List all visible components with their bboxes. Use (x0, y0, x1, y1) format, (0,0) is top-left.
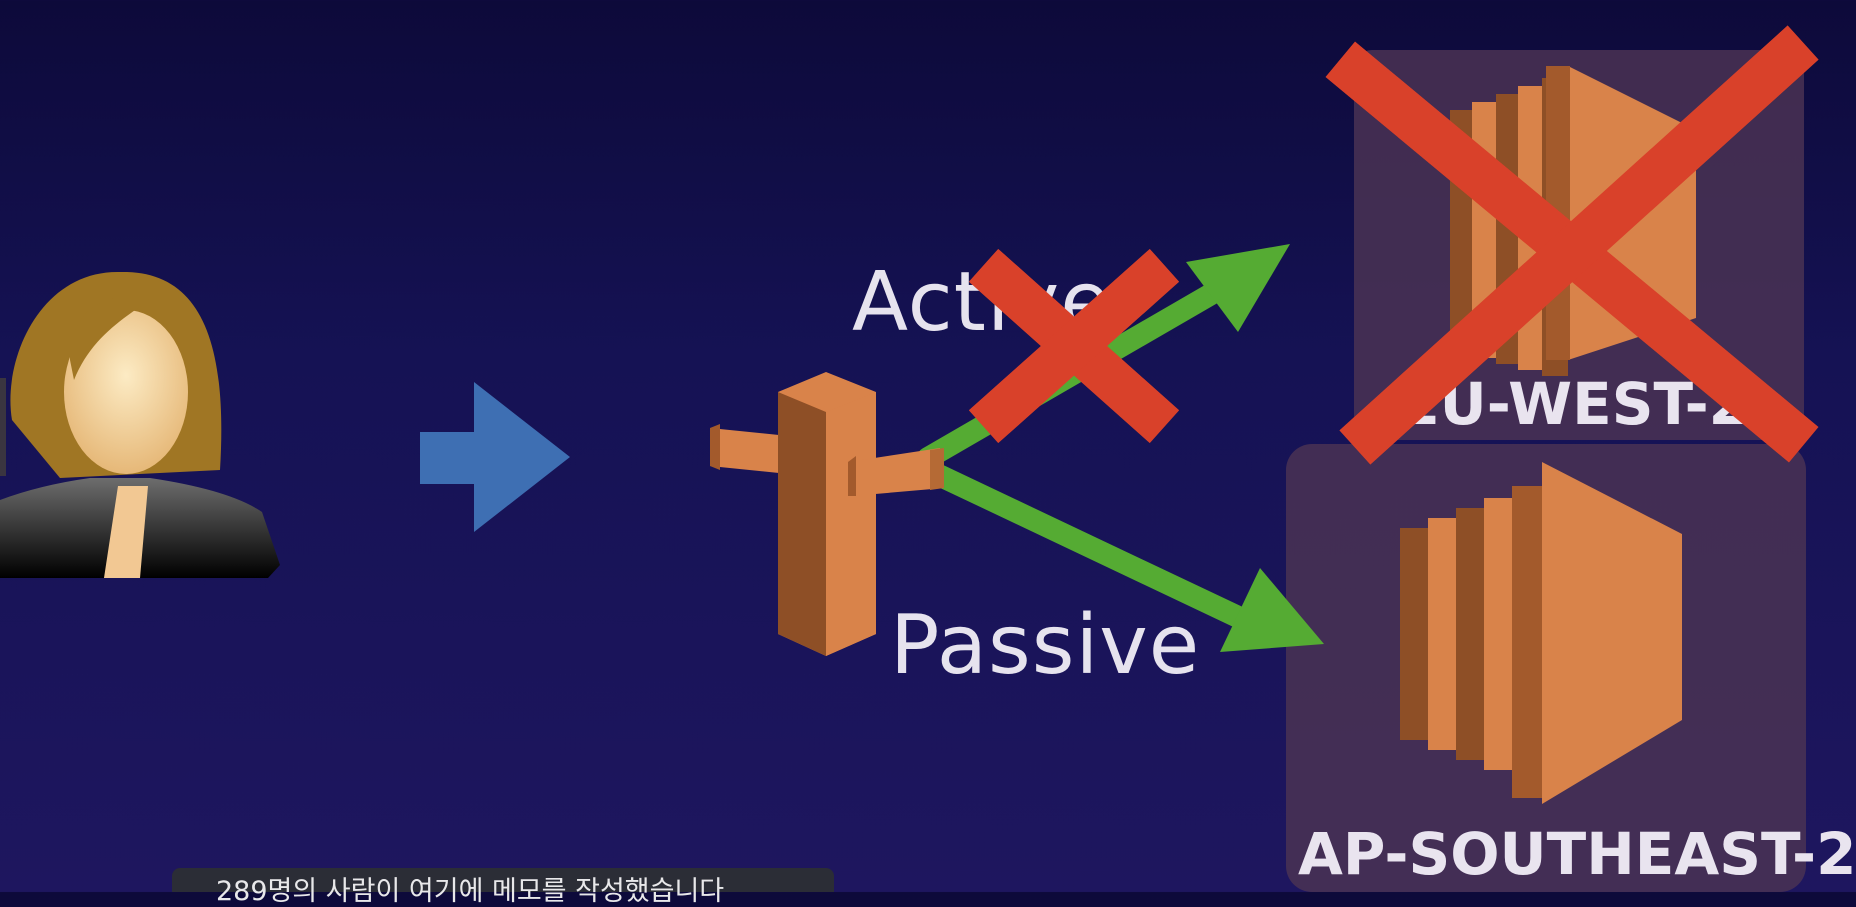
failover-diagram (0, 25, 1819, 892)
user-avatar-icon (0, 271, 280, 578)
region-label-ap-southeast-2: AP-SOUTHEAST-2 (1298, 820, 1856, 888)
notes-notice-text: 289명의 사람이 여기에 메모를 작성했습니다 (216, 876, 725, 907)
ec2-instance-icon-ap-southeast-2 (1400, 462, 1682, 804)
route53-signpost-icon (710, 372, 944, 656)
passive-label: Passive (890, 598, 1201, 693)
active-label: Active (852, 255, 1112, 350)
region-label-eu-west-2: EU-WEST-2 (1400, 370, 1750, 438)
blue-arrow-icon (420, 382, 570, 532)
green-arrow-passive (917, 459, 1324, 652)
notes-notice-bar[interactable]: 289명의 사람이 여기에 메모를 작성했습니다 (172, 868, 834, 905)
